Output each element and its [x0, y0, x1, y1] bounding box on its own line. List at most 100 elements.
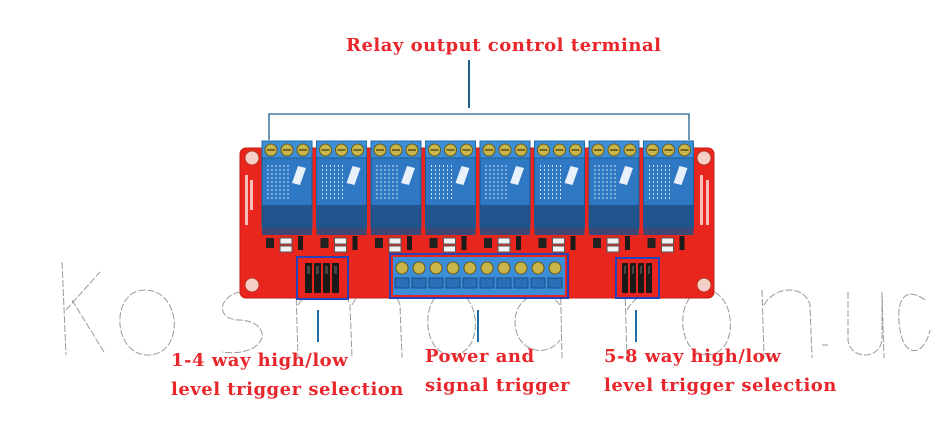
optocoupler: [538, 238, 547, 248]
jumper-cap: [632, 266, 634, 274]
power-terminal-screw: [480, 261, 494, 275]
smd-resistor: [334, 237, 347, 245]
optocoupler: [375, 238, 383, 248]
transistor: [352, 236, 358, 250]
relay-logo: [401, 166, 415, 185]
smd-resistor: [661, 245, 674, 253]
smd-resistor: [606, 237, 620, 245]
watermark-s: [221, 290, 263, 354]
smd-resistor: [443, 237, 456, 245]
transistor: [679, 236, 685, 250]
power-terminal-slot: [496, 277, 512, 289]
relay-1: [261, 140, 313, 253]
relay-6: [534, 140, 585, 253]
smd-resistor: [606, 245, 620, 253]
smd-resistor: [497, 237, 511, 245]
power-terminal-slot: [411, 277, 427, 289]
mount-hole-tr: [696, 150, 712, 166]
label-line: level trigger selection: [171, 379, 404, 400]
relay-2: [316, 140, 367, 253]
jumper-cap: [640, 266, 642, 274]
mount-hole-tl: [244, 150, 260, 166]
smd-resistor: [443, 245, 456, 253]
relay-output-terminal-label: Relay output control terminal: [346, 35, 662, 56]
optocoupler: [484, 238, 492, 248]
relay-row: [261, 140, 694, 253]
jumper-cap: [316, 266, 319, 274]
relay-base: [589, 205, 639, 235]
optocoupler: [647, 238, 656, 248]
transistor: [461, 236, 467, 250]
smd-resistor: [661, 237, 674, 245]
watermark-a: [898, 293, 931, 352]
relay-base: [643, 205, 694, 235]
jumper-header: [646, 263, 652, 293]
jumper-header: [323, 263, 330, 293]
relay-base: [316, 205, 367, 235]
relay-4: [425, 140, 476, 253]
power-terminal-screw: [548, 261, 562, 275]
label-line: 5-8 way high/low: [604, 346, 782, 367]
top-callout-bracket: [268, 60, 690, 140]
jumper-header: [622, 263, 628, 293]
jumper-block-1-4: [296, 256, 349, 300]
transistor: [625, 236, 630, 250]
power-terminal-slot: [445, 277, 461, 289]
watermark-o1: [119, 289, 175, 356]
transistor: [570, 236, 576, 250]
power-terminal-screw: [412, 261, 426, 275]
smd-resistor: [552, 237, 565, 245]
mount-hole-bl: [244, 277, 260, 293]
jumper-block-5-8: [615, 257, 660, 299]
relay-logo: [346, 166, 361, 185]
smd-resistor: [334, 245, 347, 253]
power-terminal-screw: [395, 261, 409, 275]
relay-8: [643, 140, 694, 253]
optocoupler: [593, 238, 601, 248]
jumper-header: [638, 263, 644, 293]
relay-base: [480, 205, 530, 235]
smd-resistor: [279, 237, 293, 245]
transistor: [407, 236, 412, 250]
power-terminal-screw: [497, 261, 511, 275]
jumper-cap: [325, 266, 328, 274]
power-terminal-slot: [394, 277, 410, 289]
optocoupler: [429, 238, 438, 248]
jumper-cap: [624, 266, 626, 274]
watermark-k: [61, 261, 105, 356]
relay-5: [479, 140, 531, 253]
jumper-header: [314, 263, 321, 293]
power-terminal-slot: [479, 277, 495, 289]
power-terminal-slot: [530, 277, 546, 289]
relay-base: [262, 205, 312, 235]
label-line: level trigger selection: [604, 375, 837, 396]
relay-logo: [510, 166, 524, 185]
relay-base: [371, 205, 421, 235]
label-line: 1-4 way high/low: [171, 350, 349, 371]
jumper-header: [630, 263, 636, 293]
watermark-u: [847, 291, 885, 359]
relay-logo: [564, 166, 579, 185]
jumper-cap: [648, 266, 650, 274]
label-line: signal trigger: [425, 375, 571, 396]
power-terminal-slot: [428, 277, 444, 289]
power-terminal-slot: [462, 277, 478, 289]
smd-resistor: [388, 245, 402, 253]
smd-resistor: [279, 245, 293, 253]
power-terminal-slot: [513, 277, 529, 289]
relay-base: [534, 205, 585, 235]
optocoupler: [320, 238, 329, 248]
jumper-header: [305, 263, 312, 293]
power-terminal-screw: [429, 261, 443, 275]
label-line: Power and: [425, 346, 535, 367]
smd-resistor: [497, 245, 511, 253]
watermark-m2: [761, 289, 813, 359]
smd-resistor: [552, 245, 565, 253]
power-terminal-screw: [446, 261, 460, 275]
power-terminal-screw: [531, 261, 545, 275]
power-signal-terminal: [389, 253, 569, 299]
optocoupler: [266, 238, 274, 248]
trigger-selection-1-4-label: 1-4 way high/low level trigger selection: [171, 346, 404, 404]
relay-logo: [455, 166, 470, 185]
